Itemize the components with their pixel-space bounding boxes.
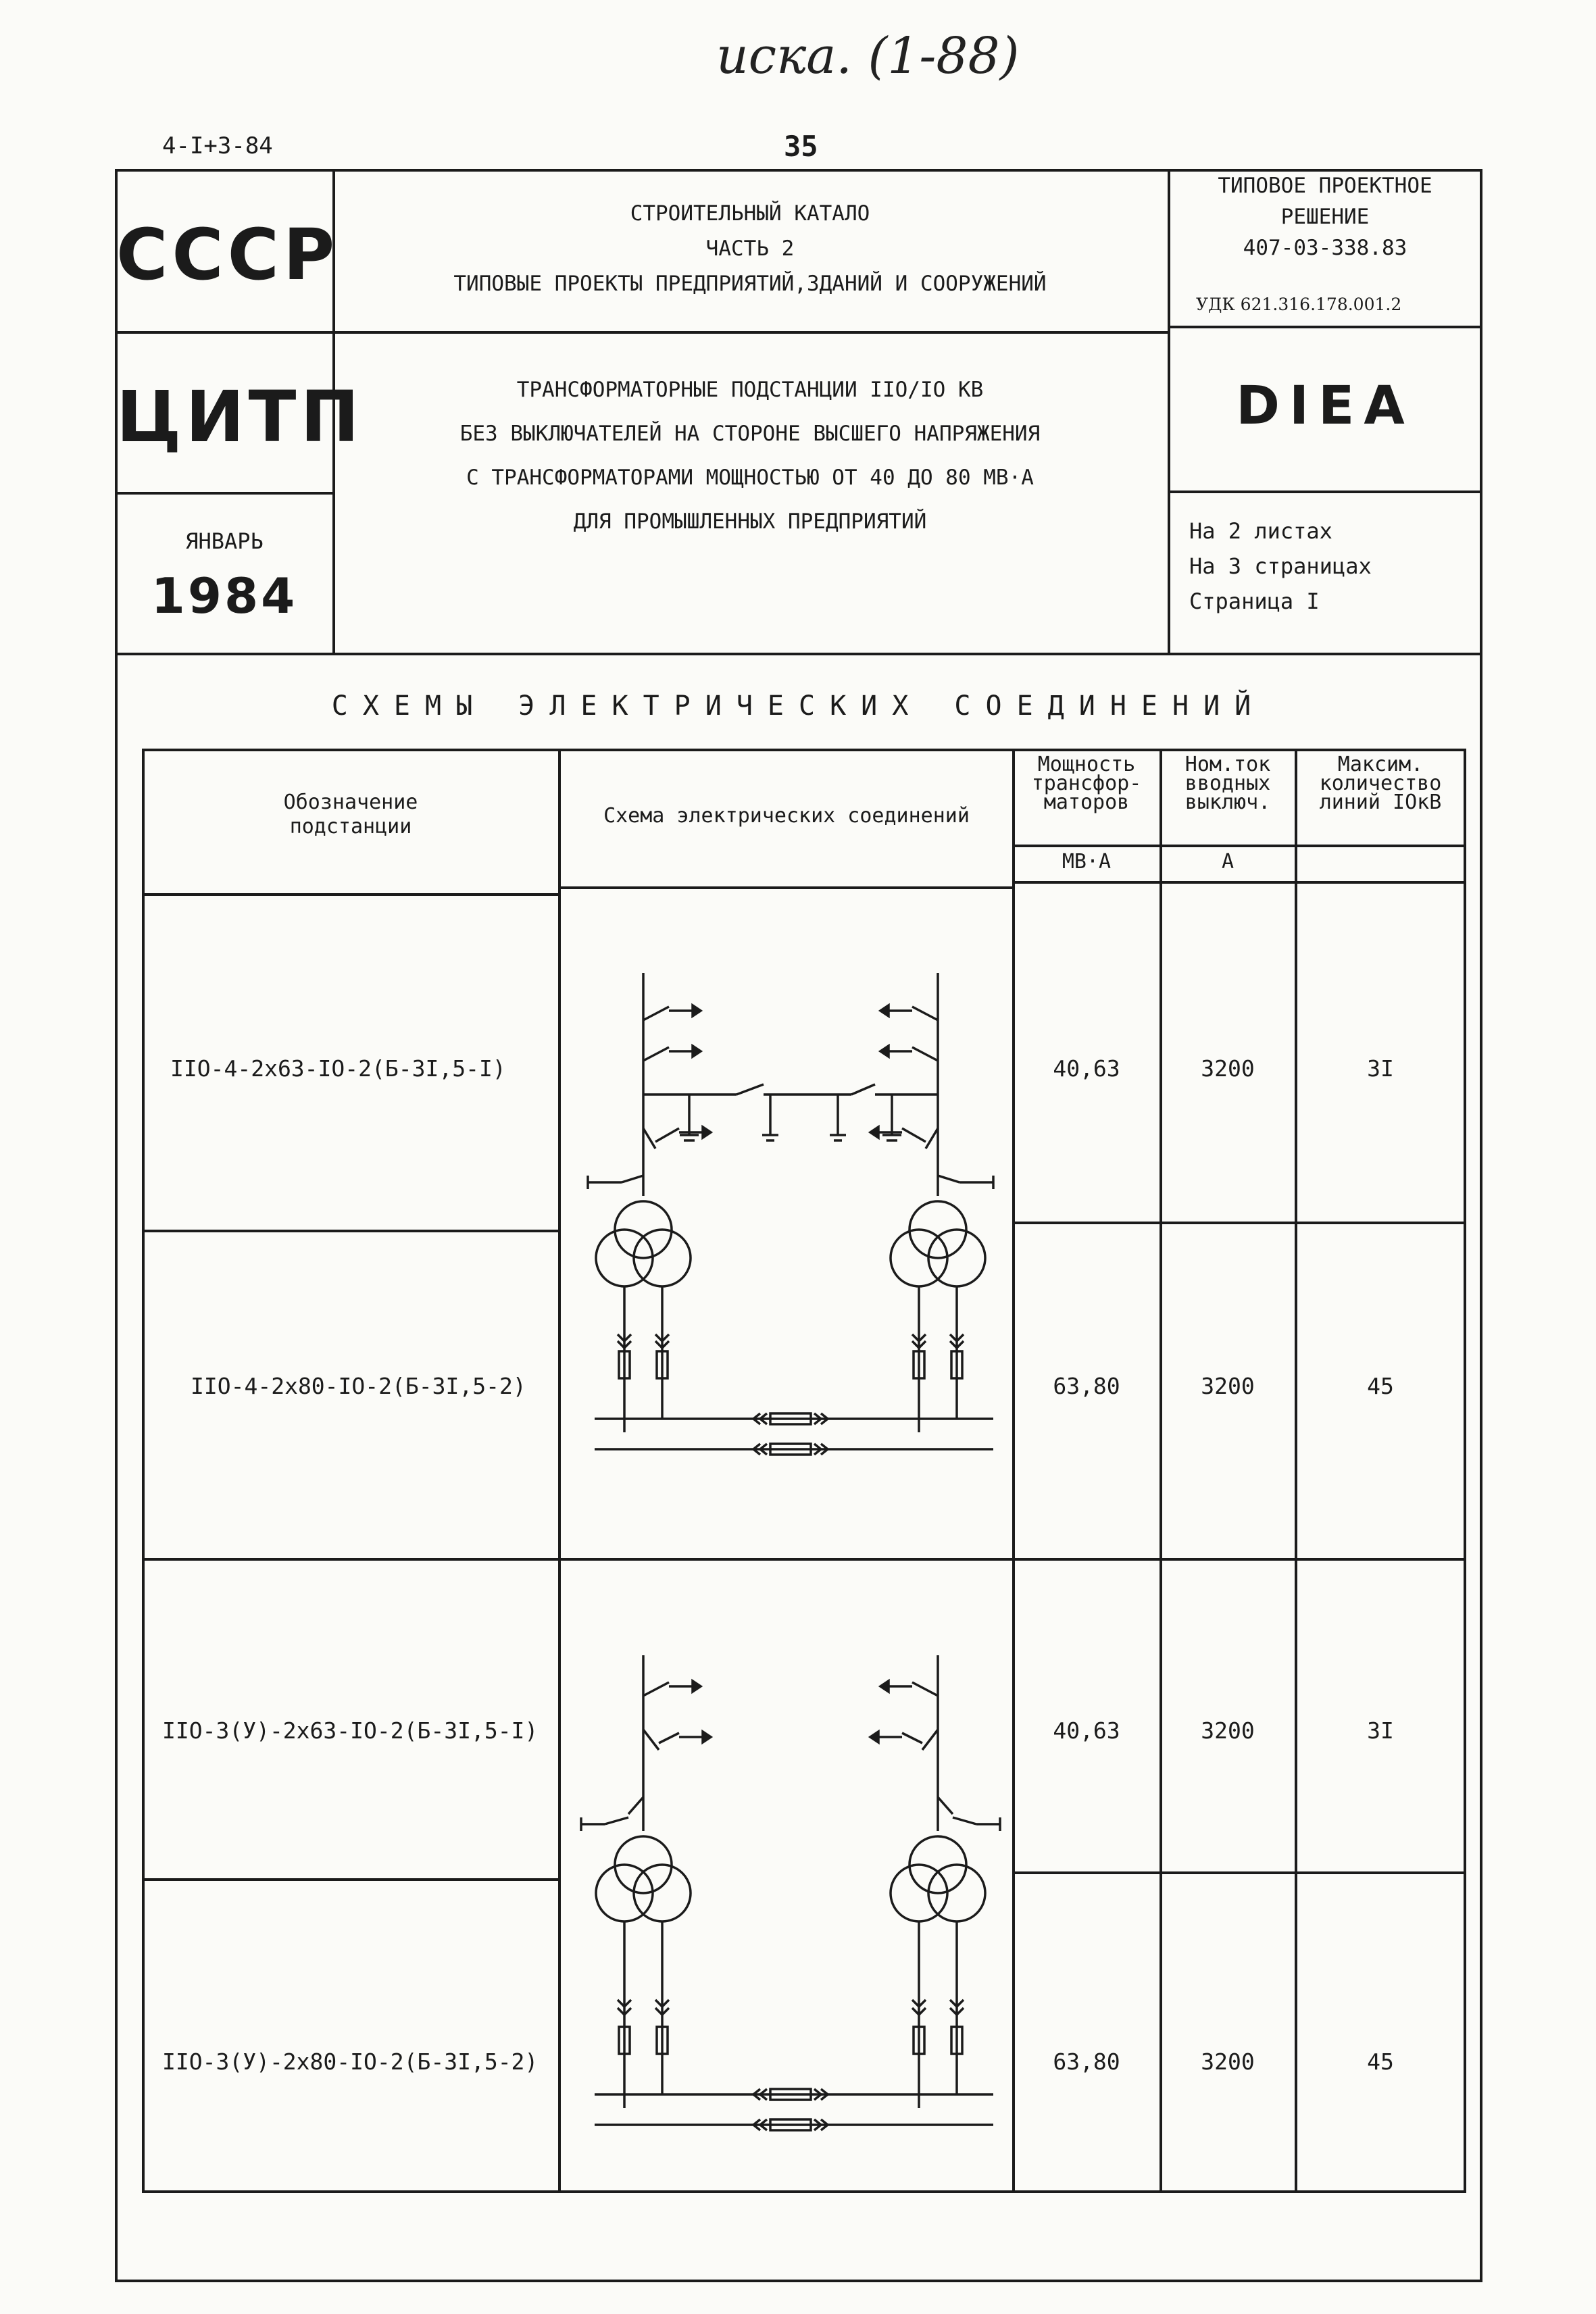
title-line: ТРАНСФОРМАТОРНЫЕ ПОДСТАНЦИИ IIO/IO КВ — [516, 378, 984, 402]
catalog-line: СТРОИТЕЛЬНЫЙ КАТАЛО — [630, 201, 870, 226]
table-row-power: 40,63 — [1053, 1717, 1120, 1744]
type-line: 407-03-338.83 — [1243, 236, 1407, 260]
sheets-info: На 2 листах На 3 страницах Страница I — [1189, 513, 1372, 619]
doc-number: 4-I+3-84 — [162, 132, 273, 159]
header-text: Максим. — [1337, 753, 1424, 776]
document-title: ТРАНСФОРМАТОРНЫЕ ПОДСТАНЦИИ IIO/IO КВ БЕ… — [338, 368, 1162, 544]
col-header-designation: Обозначение подстанции — [143, 790, 558, 839]
header-divider — [116, 331, 1170, 334]
table-row-lines: 3I — [1367, 1717, 1394, 1744]
title-line: БЕЗ ВЫКЛЮЧАТЕЛЕЙ НА СТОРОНЕ ВЫСШЕГО НАПР… — [459, 422, 1041, 446]
header-text: трансфор- — [1031, 772, 1142, 795]
type-solution: ТИПОВОЕ ПРОЕКТНОЕ РЕШЕНИЕ 407-03-338.83 — [1169, 170, 1481, 263]
table-column-line — [1159, 750, 1162, 2192]
schemes-table — [142, 749, 1466, 2193]
table-row-line — [1012, 1871, 1465, 1874]
section-title: СХЕМЫ ЭЛЕКТРИЧЕСКИХ СОЕДИНЕНИЙ — [331, 690, 1266, 722]
page-number: 35 — [784, 130, 818, 163]
header-divider — [116, 492, 332, 495]
table-column-line — [558, 750, 561, 2192]
type-line: РЕШЕНИЕ — [1280, 205, 1370, 229]
year-label: 1984 — [151, 568, 298, 624]
table-header-line — [143, 893, 558, 896]
classification-code: DIEA — [1236, 376, 1414, 436]
title-line: ДЛЯ ПРОМЫШЛЕННЫХ ПРЕДПРИЯТИЙ — [573, 509, 927, 534]
header-bottom-line — [116, 653, 1481, 655]
header-divider — [332, 170, 335, 654]
header-text: линий IOкВ — [1319, 790, 1442, 814]
table-header-line — [558, 886, 1012, 889]
org-label: ЦИТП — [116, 376, 364, 458]
table-row-current: 3200 — [1201, 1717, 1255, 1744]
table-row-line — [143, 1230, 558, 1232]
type-line: ТИПОВОЕ ПРОЕКТНОЕ — [1218, 174, 1432, 198]
header-divider — [1168, 170, 1170, 654]
table-row-current: 3200 — [1201, 1055, 1255, 1082]
sheets-line: На 3 страницах — [1189, 553, 1372, 579]
header-text: подстанции — [289, 815, 412, 838]
table-row-line — [1012, 1222, 1465, 1224]
table-header-line — [1012, 881, 1465, 884]
col-header-scheme: Схема электрических соединений — [603, 804, 970, 828]
col-header-current: Ном.ток вводных выключ. — [1161, 753, 1295, 814]
table-column-line — [1295, 750, 1297, 2192]
table-row-designation: IIO-4-2x80-IO-2(Б-3I,5-2) — [191, 1373, 526, 1399]
table-row-current: 3200 — [1201, 1373, 1255, 1399]
catalog-title: СТРОИТЕЛЬНЫЙ КАТАЛО ЧАСТЬ 2 ТИПОВЫЕ ПРОЕ… — [338, 196, 1162, 301]
page-frame — [115, 169, 1482, 2282]
catalog-line: ТИПОВЫЕ ПРОЕКТЫ ПРЕДПРИЯТИЙ,ЗДАНИЙ И СОО… — [453, 272, 1047, 296]
col-header-power: Мощность трансфор- маторов — [1014, 753, 1159, 814]
table-row-lines: 45 — [1367, 1373, 1394, 1399]
header-text: Мощность — [1037, 753, 1136, 776]
header-text: маторов — [1043, 790, 1130, 814]
table-row-designation: IIO-3(У)-2x63-IO-2(Б-3I,5-I) — [162, 1717, 539, 1744]
sheets-line: На 2 листах — [1189, 518, 1332, 544]
header-divider — [1169, 326, 1482, 328]
col-unit-power: МВ·А — [1062, 850, 1112, 874]
header-text: Обозначение — [283, 790, 418, 814]
col-header-lines: Максим. количество линий IOкВ — [1296, 753, 1465, 814]
table-row-line — [143, 1878, 558, 1881]
table-row-power: 63,80 — [1053, 1373, 1120, 1399]
col-unit-current: А — [1221, 850, 1235, 874]
table-row-designation: IIO-3(У)-2x80-IO-2(Б-3I,5-2) — [162, 2048, 539, 2075]
title-line: С ТРАНСФОРМАТОРАМИ МОЩНОСТЬЮ ОТ 40 ДО 80… — [466, 466, 1034, 490]
table-column-line — [1012, 750, 1015, 2192]
table-row-designation: IIO-4-2x63-IO-2(Б-3I,5-I) — [170, 1055, 506, 1082]
header-text: вводных — [1184, 772, 1271, 795]
table-row-power: 40,63 — [1053, 1055, 1120, 1082]
header-text: количество — [1319, 772, 1442, 795]
table-row-power: 63,80 — [1053, 2048, 1120, 2075]
scheme-diagram-type-3u — [580, 1655, 1001, 2132]
table-row-lines: 45 — [1367, 2048, 1394, 2075]
sheets-line: Страница I — [1189, 588, 1320, 614]
table-row-line — [143, 1558, 1465, 1561]
scheme-diagram-type-4 — [587, 973, 995, 1456]
table-row-lines: 3I — [1367, 1055, 1394, 1082]
table-unit-line — [1012, 845, 1465, 847]
header-text: выключ. — [1184, 790, 1271, 814]
header-text: Ном.ток — [1184, 753, 1271, 776]
country-label: СССР — [116, 213, 339, 296]
udk-code: УДК 621.316.178.001.2 — [1196, 295, 1402, 314]
header-divider — [1169, 491, 1482, 493]
handwritten-note: иска. (1-88) — [716, 27, 1020, 85]
month-label: ЯНВАРЬ — [185, 528, 264, 554]
table-row-current: 3200 — [1201, 2048, 1255, 2075]
catalog-line: ЧАСТЬ 2 — [705, 236, 795, 261]
